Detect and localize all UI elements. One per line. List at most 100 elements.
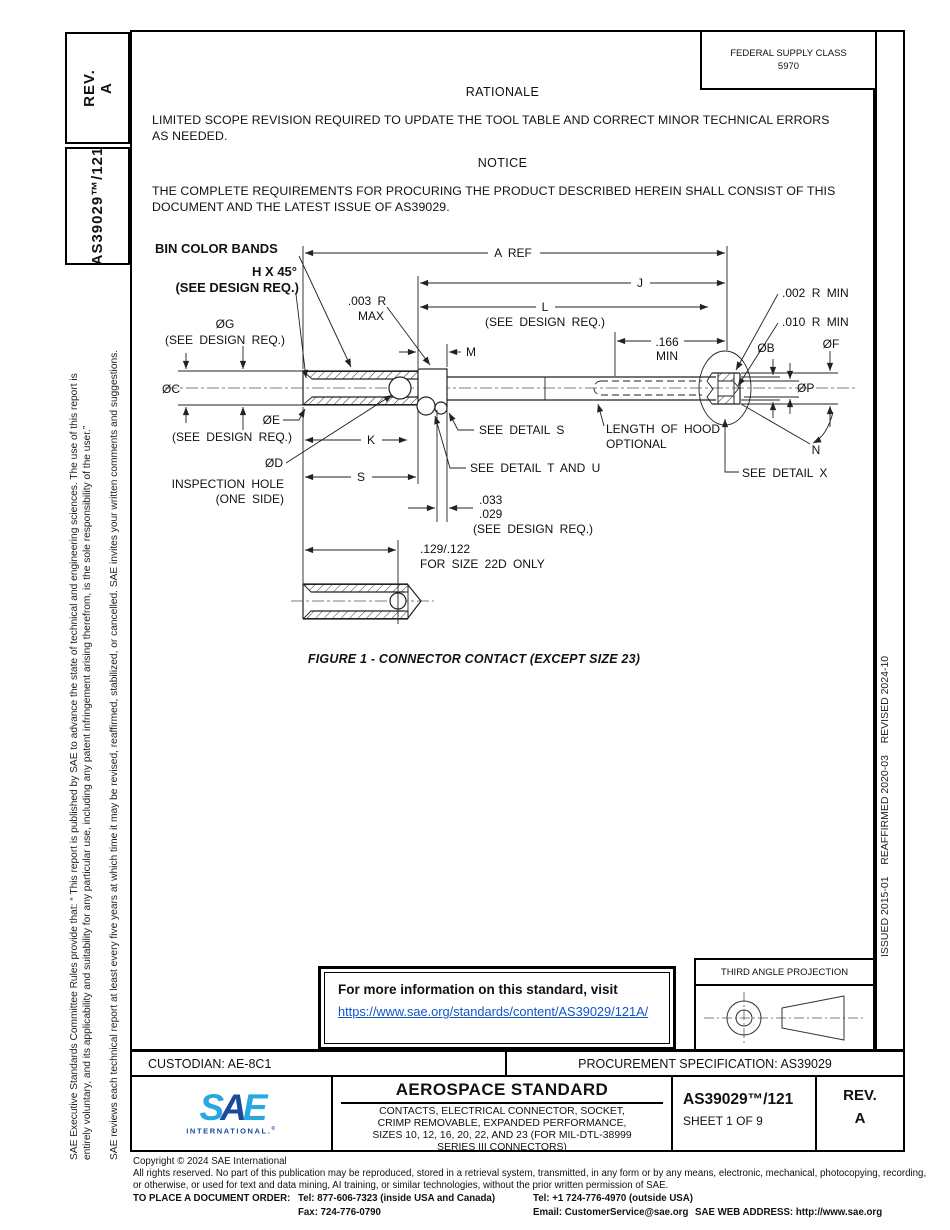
more-info-inner: For more information on this standard, v… <box>324 972 670 1044</box>
copyright-line-3: or otherwise, or used for text and data … <box>133 1179 669 1191</box>
label-inspection-hole-2: (ONE SIDE) <box>216 492 284 506</box>
label-003r-max: MAX <box>358 309 384 323</box>
label-j: J <box>637 276 643 290</box>
label-dia-g-sdr: (SEE DESIGN REQ.) <box>165 333 285 347</box>
sae-logo: SAE <box>199 1089 267 1126</box>
contact-body-geometry <box>178 350 838 620</box>
federal-supply-class-box: FEDERAL SUPPLY CLASS 5970 <box>700 30 877 90</box>
label-003r: .003 R <box>348 294 387 308</box>
sae-logo-subtitle-text: INTERNATIONAL. <box>186 1126 272 1136</box>
label-029: .029 <box>479 507 503 521</box>
label-k: K <box>367 433 375 447</box>
label-m: M <box>466 345 476 359</box>
rev-label: REV. <box>80 69 98 107</box>
label-166: .166 <box>655 335 679 349</box>
rationale-paragraph: LIMITED SCOPE REVISION REQUIRED TO UPDAT… <box>152 113 857 144</box>
sae-logo-e: E <box>242 1086 268 1128</box>
dimension-lines <box>182 249 834 554</box>
label-s: S <box>357 470 365 484</box>
label-n: N <box>812 443 821 457</box>
doc-number-cell: AS39029™/121 SHEET 1 OF 9 <box>673 1077 817 1150</box>
label-l-sdr: (SEE DESIGN REQ.) <box>485 315 605 329</box>
subtitle-line-4: SERIES III CONNECTORS) <box>437 1142 567 1153</box>
sae-logo-cell: SAE INTERNATIONAL.® <box>132 1077 333 1150</box>
notice-line-2: DOCUMENT AND THE LATEST ISSUE OF AS39029… <box>152 199 450 214</box>
label-002r: .002 R MIN <box>782 286 849 300</box>
label-see-detail-x: SEE DETAIL X <box>742 466 827 480</box>
sheet-number: SHEET 1 OF 9 <box>683 1114 763 1128</box>
sidebar-legal-text: SAE Executive Standards Committee Rules … <box>68 282 121 1160</box>
label-dia-b: ØB <box>757 341 774 355</box>
procurement-cell: PROCUREMENT SPECIFICATION: AS39029 <box>578 1056 832 1071</box>
footer-rev-cell: REV. A <box>817 1077 903 1150</box>
standard-link[interactable]: https://www.sae.org/standards/content/AS… <box>338 1004 649 1019</box>
sae-logo-s: S <box>199 1086 224 1128</box>
footer-rev-label: REV. <box>843 1087 877 1104</box>
rationale-line-2: AS NEEDED. <box>152 128 228 143</box>
label-chamfer-sdr: (SEE DESIGN REQ.) <box>175 280 299 295</box>
custodian-row: CUSTODIAN: AE-8C1 PROCUREMENT SPECIFICAT… <box>130 1050 905 1077</box>
notice-paragraph: THE COMPLETE REQUIREMENTS FOR PROCURING … <box>152 184 857 215</box>
label-hood-2: OPTIONAL <box>606 437 667 451</box>
rev-box: REV. A <box>65 32 130 144</box>
doc-number: AS39029™/121 <box>89 146 106 266</box>
subtitle-line-1: CONTACTS, ELECTRICAL CONNECTOR, SOCKET, <box>379 1106 625 1117</box>
notice-heading: NOTICE <box>477 156 528 170</box>
subtitle-line-3: SIZES 10, 12, 16, 20, 22, AND 23 (FOR MI… <box>372 1130 632 1141</box>
rationale-line-1: LIMITED SCOPE REVISION REQUIRED TO UPDAT… <box>152 113 830 127</box>
label-dia-e-sdr: (SEE DESIGN REQ.) <box>172 430 292 444</box>
copyright-line-2: All rights reserved. No part of this pub… <box>133 1167 927 1179</box>
label-166-min: MIN <box>656 349 678 363</box>
label-inspection-hole-1: INSPECTION HOLE <box>172 477 284 491</box>
label-see-detail-tu: SEE DETAIL T AND U <box>470 461 600 475</box>
order-label: TO PLACE A DOCUMENT ORDER: <box>133 1193 291 1205</box>
figure-1-drawing: BIN COLOR BANDS H X 45° (SEE DESIGN REQ.… <box>155 241 855 624</box>
projection-title: THIRD ANGLE PROJECTION <box>696 960 873 986</box>
title-block: SAE INTERNATIONAL.® AEROSPACE STANDARD C… <box>130 1075 905 1153</box>
tel-outside-usa: Tel: +1 724-776-4970 (outside USA) <box>533 1193 693 1205</box>
label-l: L <box>542 300 549 314</box>
label-hood-1: LENGTH OF HOOD <box>606 422 720 436</box>
standard-subtitle: CONTACTS, ELECTRICAL CONNECTOR, SOCKET, … <box>341 1106 663 1154</box>
rev-value: A <box>97 82 115 94</box>
copyright-block: Copyright © 2024 SAE International All r… <box>133 1156 943 1219</box>
custodian-cell: CUSTODIAN: AE-8C1 <box>132 1052 507 1075</box>
legal-line-3: SAE reviews each technical report at lea… <box>109 349 120 1160</box>
label-dia-p: ØP <box>797 381 814 395</box>
copyright-line-1: Copyright © 2024 SAE International <box>133 1156 287 1167</box>
fsc-line-1: FEDERAL SUPPLY CLASS <box>730 48 847 59</box>
extension-lines <box>302 246 728 624</box>
label-bin-color-bands: BIN COLOR BANDS <box>155 241 278 256</box>
label-size-22d: FOR SIZE 22D ONLY <box>420 557 545 571</box>
drawing-labels: BIN COLOR BANDS H X 45° (SEE DESIGN REQ.… <box>155 241 849 571</box>
fax-number: Fax: 724-776-0790 <box>298 1207 381 1219</box>
more-info-box: For more information on this standard, v… <box>318 966 676 1050</box>
label-dia-g: ØG <box>216 317 235 331</box>
standard-title: AEROSPACE STANDARD <box>341 1079 663 1104</box>
label-see-detail-s: SEE DETAIL S <box>479 423 564 437</box>
label-129-122: .129/.122 <box>420 542 470 556</box>
label-chamfer: H X 45° <box>252 264 297 279</box>
footer-doc-number: AS39029™/121 <box>683 1091 794 1108</box>
label-dia-d: ØD <box>265 456 283 470</box>
figure-caption: FIGURE 1 - CONNECTOR CONTACT (EXCEPT SIZ… <box>307 652 641 666</box>
sae-logo-subtitle: INTERNATIONAL.® <box>186 1126 276 1136</box>
rationale-heading: RATIONALE <box>465 85 540 99</box>
label-033-sdr: (SEE DESIGN REQ.) <box>473 522 593 536</box>
order-info-rows: TO PLACE A DOCUMENT ORDER: Tel: 877-606-… <box>133 1191 943 1219</box>
third-angle-projection-icon <box>704 992 866 1044</box>
legal-line-2: entirely voluntary, and its applicabilit… <box>82 425 93 1160</box>
label-dia-f: ØF <box>823 337 840 351</box>
fsc-line-2: 5970 <box>777 61 800 72</box>
subtitle-line-2: CRIMP REMOVABLE, EXPANDED PERFORMANCE, <box>377 1118 627 1129</box>
issue-dates: ISSUED 2015-01 REAFFIRMED 2020-03 REVISE… <box>879 655 891 957</box>
doc-number-box: AS39029™/121 <box>65 147 130 265</box>
leader-lines <box>283 255 779 473</box>
notice-line-1: THE COMPLETE REQUIREMENTS FOR PROCURING … <box>152 184 836 198</box>
label-033: .033 <box>479 493 503 507</box>
more-info-text: For more information on this standard, v… <box>338 982 618 997</box>
label-dia-e: ØE <box>263 413 280 427</box>
standard-title-cell: AEROSPACE STANDARD CONTACTS, ELECTRICAL … <box>333 1077 673 1153</box>
footer-rev-value: A <box>854 1110 866 1127</box>
